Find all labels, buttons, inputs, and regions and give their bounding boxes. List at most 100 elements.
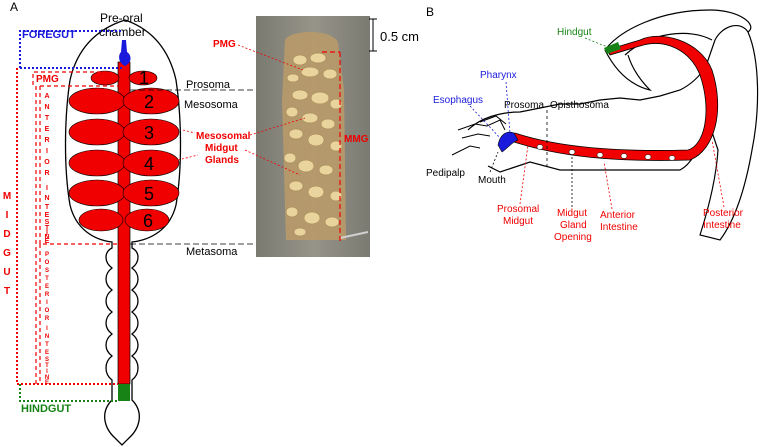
opisthosoma-label: Opisthosoma <box>550 100 609 111</box>
svg-text:T: T <box>45 363 49 369</box>
svg-text:N: N <box>45 334 49 340</box>
dissection-photo <box>256 16 370 257</box>
photo-mmg-label: MMG <box>344 134 369 145</box>
mesosomal-glands-label-3: Glands <box>205 155 239 166</box>
prosomal-midgut-label-2: Midgut <box>503 216 533 227</box>
svg-text:O: O <box>45 260 50 266</box>
svg-text:R: R <box>45 316 50 322</box>
svg-text:T: T <box>45 225 50 232</box>
pedipalp-outline <box>451 115 507 156</box>
pedipalp-label: Pedipalp <box>426 168 465 179</box>
pharynx-label: Pharynx <box>480 70 517 81</box>
svg-text:E: E <box>45 126 50 133</box>
svg-text:N: N <box>44 104 49 111</box>
mesosomal-glands-label-2: Midgut <box>205 143 238 154</box>
mouth-label: Mouth <box>478 175 506 186</box>
svg-text:E: E <box>45 238 50 245</box>
scorpion-body-outline <box>64 19 182 446</box>
hindgut-bracket <box>19 384 118 402</box>
midgut-bracket <box>16 68 118 385</box>
lateral-body-outline <box>467 9 759 241</box>
posterior-intestine-label-1: Posterior <box>703 208 744 219</box>
svg-text:G: G <box>3 248 11 259</box>
gland-number-5: 5 <box>144 184 154 204</box>
photo-pmg-label: PMG <box>213 39 236 50</box>
midgut-gland-opening-label-1: Midgut <box>557 208 587 219</box>
svg-text:I: I <box>46 185 48 192</box>
hindgut-segment <box>118 384 130 401</box>
prosomal-midgut-label-1: Prosomal <box>497 204 539 215</box>
panel-a-label: A <box>10 0 18 14</box>
svg-text:R: R <box>44 137 49 144</box>
lateral-hindgut-pointer <box>584 37 611 49</box>
svg-text:T: T <box>45 115 50 122</box>
mesosomal-pointer-4 <box>177 154 199 161</box>
pharynx-pointer <box>505 81 511 135</box>
pre-oral-chamber-label-2: chamber <box>99 25 146 39</box>
foregut-bracket <box>19 30 122 69</box>
svg-text:O: O <box>44 159 50 166</box>
svg-text:I: I <box>46 300 48 306</box>
gland-number-3: 3 <box>144 123 154 143</box>
foregut-pharynx <box>119 40 131 66</box>
panel-b-label: B <box>426 5 434 19</box>
svg-text:I: I <box>46 369 48 375</box>
gland-number-1: 1 <box>139 68 149 88</box>
mesosoma-label: Mesosoma <box>184 99 239 111</box>
lateral-hindgut <box>604 42 621 54</box>
svg-text:D: D <box>3 229 10 240</box>
scale-bar-label: 0.5 cm <box>380 29 419 44</box>
svg-text:S: S <box>45 357 49 363</box>
mouth-pointer <box>489 151 499 173</box>
svg-text:M: M <box>3 191 11 202</box>
lateral-hindgut-label: Hindgut <box>557 27 592 38</box>
pmg-label: PMG <box>36 74 59 85</box>
svg-text:E: E <box>45 284 49 290</box>
svg-text:S: S <box>45 219 50 226</box>
svg-text:I: I <box>46 230 48 237</box>
hindgut-label: HINDGUT <box>21 403 71 415</box>
svg-text:E: E <box>45 350 49 356</box>
svg-text:U: U <box>3 267 10 278</box>
esophagus-label: Esophagus <box>433 95 483 106</box>
gland-number-6: 6 <box>143 211 153 231</box>
midgut-gland-openings <box>536 144 676 161</box>
svg-text:O: O <box>45 308 50 314</box>
svg-text:I: I <box>6 210 9 221</box>
midgut-vertical-label: M I D G U T <box>3 191 11 297</box>
anterior-intestine-label-1: Anterior <box>600 210 636 221</box>
anterior-intestine-vertical-label: A N T E R I O R I N T E S T I N E <box>44 93 50 245</box>
foregut-label: FOREGUT <box>22 29 76 41</box>
scale-bar <box>369 18 377 52</box>
anterior-intestine-label-2: Intestine <box>600 222 638 233</box>
mesosomal-glands-label-1: Mesosomal <box>196 131 251 142</box>
svg-text:I: I <box>46 326 48 332</box>
mesosomal-pointer-1 <box>249 117 306 136</box>
midgut-gland-opening-label-3: Opening <box>554 232 592 243</box>
svg-text:E: E <box>45 212 50 219</box>
posterior-intestine-label-2: Intestine <box>703 220 741 231</box>
svg-text:N: N <box>44 234 49 241</box>
svg-text:E: E <box>45 380 49 386</box>
svg-text:P: P <box>45 252 49 258</box>
svg-text:T: T <box>45 276 49 282</box>
posterior-intestine-pointer <box>711 139 725 208</box>
midgut-gland-opening-label-2: Gland <box>560 220 587 231</box>
midgut-glands-right <box>122 70 180 232</box>
svg-text:R: R <box>44 170 49 177</box>
posterior-intestine-vertical-label: P O S T E R I O R I N T E S T I N E <box>45 252 50 386</box>
gland-number-4: 4 <box>144 154 154 174</box>
lateral-prosoma-label: Prosoma <box>504 100 544 111</box>
svg-text:T: T <box>4 286 10 297</box>
svg-text:I: I <box>46 148 48 155</box>
mesosomal-pointer-3 <box>182 129 196 134</box>
prosomal-midgut-pointer <box>519 144 529 205</box>
svg-text:T: T <box>45 204 50 211</box>
svg-text:S: S <box>45 268 49 274</box>
midgut-glands-left <box>68 70 126 232</box>
metasoma-label: Metasoma <box>186 246 238 258</box>
anterior-intestine-pointer <box>603 161 613 210</box>
gland-number-2: 2 <box>144 92 154 112</box>
prosoma-label: Prosoma <box>186 79 231 91</box>
